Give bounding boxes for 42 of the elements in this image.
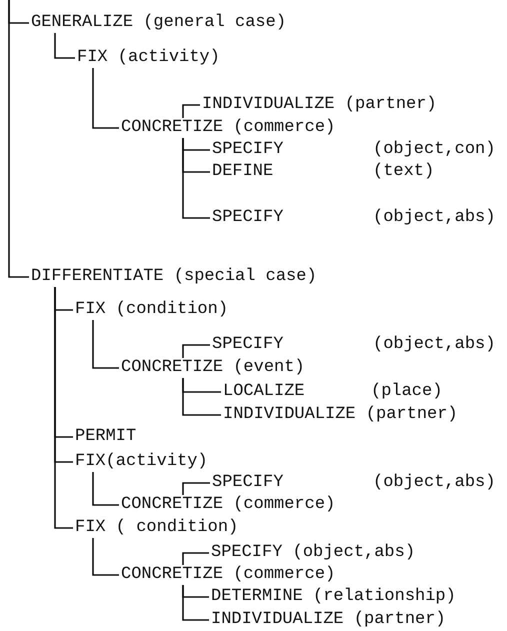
tree-node-label: DETERMINE (relationship) xyxy=(211,587,456,607)
tree-node-label: SPECIFY xyxy=(212,208,284,228)
tree-node-label: CONCRETIZE (commerce) xyxy=(121,565,336,585)
tree-node-argument: (object,abs) xyxy=(373,335,496,355)
tree-line xyxy=(182,585,209,621)
tree-node-label: FIX ( condition) xyxy=(75,518,238,538)
tree-line xyxy=(92,320,119,369)
tree-node-label: SPECIFY (object,abs) xyxy=(211,543,416,563)
tree-node-label: SPECIFY xyxy=(212,140,284,160)
tree-node-label: FIX (activity) xyxy=(77,48,220,68)
tree-line xyxy=(182,378,221,416)
tree-line xyxy=(54,287,73,529)
tree-node-label: INDIVIDUALIZE (partner) xyxy=(202,95,437,115)
tree-node-label: FIX(activity) xyxy=(75,452,208,472)
tree-line xyxy=(92,68,119,129)
tree-line xyxy=(54,33,75,59)
tree-line xyxy=(182,552,209,565)
tree-line xyxy=(182,138,210,219)
tree-line xyxy=(8,0,29,278)
tree-node-argument: (object,con) xyxy=(373,140,496,160)
tree-node-label: GENERALIZE (general case) xyxy=(31,13,286,33)
tree-node-label: FIX (condition) xyxy=(75,300,228,320)
tree-node-label: LOCALIZE xyxy=(223,382,305,402)
tree-line xyxy=(182,482,210,495)
tree-node-argument: (place) xyxy=(371,382,442,402)
tree-node-label: DEFINE xyxy=(212,162,274,182)
tree-node-label: INDIVIDUALIZE (partner) xyxy=(223,405,458,425)
tree-node-argument: (text) xyxy=(373,162,434,182)
tree-node-label: INDIVIDUALIZE (partner) xyxy=(211,610,446,630)
tree-line xyxy=(182,104,200,118)
tree-node-label: CONCRETIZE (event) xyxy=(121,358,305,378)
tree-node-label: SPECIFY xyxy=(212,473,284,493)
tree-node-label: SPECIFY xyxy=(212,335,284,355)
tree-node-label: PERMIT xyxy=(75,427,136,447)
tree-node-label: DIFFERENTIATE (special case) xyxy=(31,267,317,287)
tree-line xyxy=(182,344,210,358)
tree-node-label: CONCRETIZE (commerce) xyxy=(121,118,336,138)
tree-line xyxy=(92,472,119,506)
tree-node-argument: (object,abs) xyxy=(373,208,496,228)
tree-node-argument: (object,abs) xyxy=(373,473,496,493)
tree-node-label: CONCRETIZE (commerce) xyxy=(121,495,336,515)
tree-line xyxy=(92,538,119,576)
